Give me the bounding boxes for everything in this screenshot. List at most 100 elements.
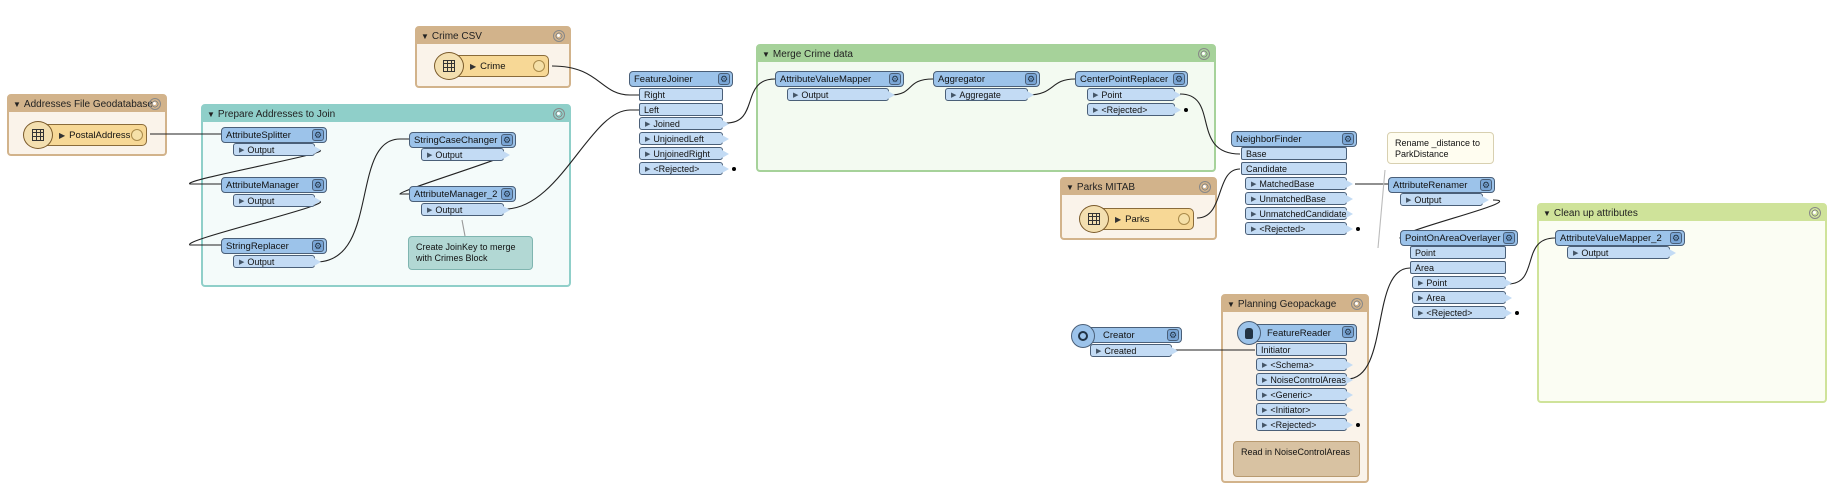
gear-icon[interactable]: ⚙ [312,240,324,252]
gear-icon[interactable] [149,98,161,110]
gear-icon[interactable] [533,60,545,72]
gear-icon[interactable]: ⚙ [1670,232,1682,244]
transformer-aggregator[interactable]: Aggregator⚙ [933,71,1040,87]
database-table-icon [1079,205,1109,233]
transformer-pointonareaoverlayer[interactable]: PointOnAreaOverlayer⚙ [1400,230,1518,246]
gear-icon[interactable]: ⚙ [889,73,901,85]
expand-arrow-icon[interactable]: ▶ [1115,214,1122,224]
reader-parks[interactable]: ▶ Parks [1079,205,1194,233]
gear-icon[interactable]: ⚙ [1480,179,1492,191]
output-port-rejected[interactable]: ▶<Rejected> [1256,418,1353,431]
collapse-triangle-icon[interactable]: ▼ [1543,208,1551,218]
gear-icon[interactable] [1351,298,1363,310]
reader-crime[interactable]: ▶ Crime [434,52,549,80]
output-port-area[interactable]: ▶Area [1412,291,1512,304]
output-port[interactable]: ▶Output [787,88,895,101]
annotation-rename[interactable]: Rename _distance to ParkDistance [1387,132,1494,164]
output-port-unmatchedbase[interactable]: ▶UnmatchedBase [1245,192,1353,205]
annotation-joinkey[interactable]: Create JoinKey to merge with Crimes Bloc… [408,236,533,270]
transformer-attributemanager-2[interactable]: AttributeManager_2⚙ [409,186,516,202]
output-port-point[interactable]: ▶Point [1087,88,1181,101]
input-port-candidate[interactable]: Candidate [1241,162,1347,175]
input-port-area[interactable]: Area [1410,261,1506,274]
wire [1196,168,1241,219]
gear-icon[interactable]: ⚙ [1167,329,1179,341]
transformer-stringcasechanger[interactable]: StringCaseChanger⚙ [409,132,516,148]
gear-icon[interactable]: ⚙ [1173,73,1185,85]
output-port[interactable]: ▶Output [1567,246,1676,259]
transformer-centerpointreplacer[interactable]: CenterPointReplacer⚙ [1075,71,1188,87]
output-port-unjoinedleft[interactable]: ▶UnjoinedLeft [639,132,729,145]
output-port-created[interactable]: ▶Created [1090,344,1178,357]
transformer-featurejoiner[interactable]: FeatureJoiner⚙ [629,71,733,87]
gear-icon[interactable]: ⚙ [718,73,730,85]
output-port-schema[interactable]: ▶<Schema> [1256,358,1353,371]
gear-icon[interactable]: ⚙ [1025,73,1037,85]
annotation-read[interactable]: Read in NoiseControlAreas [1233,441,1360,477]
collapse-triangle-icon[interactable]: ▼ [421,31,429,41]
port-arrow-icon: ▶ [1262,421,1268,429]
output-port[interactable]: ▶Output [1400,193,1489,206]
output-port-rejected[interactable]: ▶<Rejected> [639,162,729,175]
gear-icon[interactable]: ⚙ [312,129,324,141]
gear-icon[interactable] [553,30,565,42]
input-port-right[interactable]: Right [639,88,723,101]
transformer-attributevaluemapper[interactable]: AttributeValueMapper⚙ [775,71,904,87]
rejected-terminator-icon [1356,423,1360,427]
output-port-rejected[interactable]: ▶<Rejected> [1087,103,1181,116]
reader-postaladdress[interactable]: ▶ PostalAddress [23,121,147,149]
collapse-triangle-icon[interactable]: ▼ [1066,182,1074,192]
output-port-joined[interactable]: ▶Joined [639,117,729,130]
output-port[interactable]: ▶Output [233,143,321,156]
output-port-unjoinedright[interactable]: ▶UnjoinedRight [639,147,729,160]
collapse-triangle-icon[interactable]: ▼ [207,109,215,119]
input-port-initiator[interactable]: Initiator [1256,343,1347,356]
output-port-point[interactable]: ▶Point [1412,276,1512,289]
gear-icon[interactable] [1198,48,1210,60]
output-port[interactable]: ▶Output [421,148,510,161]
collapse-triangle-icon[interactable]: ▼ [762,49,770,59]
output-port-matchedbase[interactable]: ▶MatchedBase [1245,177,1353,190]
transformer-attributemanager[interactable]: AttributeManager⚙ [221,177,327,193]
gear-icon[interactable]: ⚙ [312,179,324,191]
gear-icon[interactable] [131,129,143,141]
gear-icon[interactable]: ⚙ [1503,232,1515,244]
gear-icon[interactable] [1178,213,1190,225]
output-port-noisecontrolareas[interactable]: ▶NoiseControlAreas [1256,373,1353,386]
port-arrow-icon: ▶ [793,91,799,99]
gear-icon[interactable]: ⚙ [1342,133,1354,145]
gear-icon[interactable] [553,108,565,120]
transformer-attributesplitter[interactable]: AttributeSplitter⚙ [221,127,327,143]
transformer-attributevaluemapper-2[interactable]: AttributeValueMapper_2⚙ [1555,230,1685,246]
output-port-generic[interactable]: ▶<Generic> [1256,388,1353,401]
collapse-triangle-icon[interactable]: ▼ [1227,299,1235,309]
port-arrow-icon: ▶ [1251,195,1257,203]
transformer-neighborfinder[interactable]: NeighborFinder⚙ [1231,131,1357,147]
output-port[interactable]: ▶Output [233,194,321,207]
output-port-rejected[interactable]: ▶<Rejected> [1245,222,1353,235]
gear-icon[interactable]: ⚙ [1342,326,1354,338]
output-port[interactable]: ▶Output [233,255,321,268]
transformer-featurereader[interactable]: FeatureReader⚙ [1237,321,1357,345]
gear-icon[interactable]: ⚙ [501,134,513,146]
output-port[interactable]: ▶Output [421,203,510,216]
input-port-base[interactable]: Base [1241,147,1347,160]
expand-arrow-icon[interactable]: ▶ [470,61,477,71]
transformer-attributerenamer[interactable]: AttributeRenamer⚙ [1388,177,1495,193]
expand-arrow-icon[interactable]: ▶ [59,130,66,140]
wire [1179,93,1241,155]
port-arrow-icon: ▶ [427,206,433,214]
transformer-stringreplacer[interactable]: StringReplacer⚙ [221,238,327,254]
port-arrow-icon: ▶ [1251,225,1257,233]
output-port[interactable]: ▶Aggregate [945,88,1034,101]
gear-icon[interactable] [1809,207,1821,219]
collapse-triangle-icon[interactable]: ▼ [13,99,21,109]
input-port-left[interactable]: Left [639,103,723,116]
gear-icon[interactable]: ⚙ [501,188,513,200]
output-port-initiator[interactable]: ▶<Initiator> [1256,403,1353,416]
output-port-rejected[interactable]: ▶<Rejected> [1412,306,1512,319]
output-port-unmatchedcandidate[interactable]: ▶UnmatchedCandidate [1245,207,1353,220]
transformer-creator[interactable]: Creator⚙ [1071,324,1182,348]
gear-icon[interactable] [1199,181,1211,193]
input-port-point[interactable]: Point [1410,246,1506,259]
